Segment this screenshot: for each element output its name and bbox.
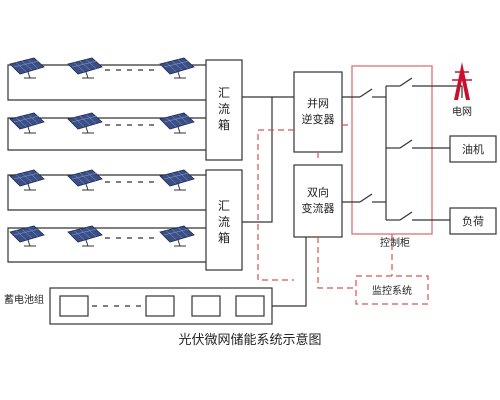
grid-label: 电网 — [452, 105, 472, 118]
monitoring-system: 监控系统 — [355, 275, 429, 305]
solar-panel-icon — [9, 112, 45, 134]
comm-link-combiners — [257, 129, 294, 281]
bidirectional-converter: 双向 变流器 — [293, 164, 343, 238]
combiner-box-2: 汇 流 箱 — [205, 169, 243, 271]
diagram-title: 光伏微网储能系统示意图 — [178, 332, 321, 348]
solar-panel-icon — [159, 112, 195, 134]
solar-panel-icon — [67, 112, 103, 134]
comm-link-converter — [317, 237, 356, 289]
battery-bank-label: 蓄电池组 — [4, 293, 44, 306]
battery-cell — [235, 295, 265, 317]
load-label: 负荷 — [462, 214, 484, 228]
pv-string-2 — [7, 112, 206, 151]
combiner-label-char: 汇 — [218, 86, 230, 100]
comm-link-inverter — [317, 124, 350, 160]
wire-battery-converter — [272, 237, 307, 307]
bidirectional-converter-label: 双向 — [307, 185, 329, 199]
solar-panel-icon — [9, 169, 45, 191]
grid-inverter-label: 并网 — [307, 96, 329, 110]
combiner-label-char: 流 — [218, 102, 230, 116]
solar-panel-icon — [67, 169, 103, 191]
solar-panel-icon — [67, 57, 103, 79]
solar-panel-icon — [159, 225, 195, 247]
combiner-box-1: 汇 流 箱 — [205, 59, 243, 161]
bidirectional-converter-label: 变流器 — [302, 201, 335, 215]
combiner-label-char: 箱 — [218, 230, 230, 245]
battery-cell — [191, 295, 221, 317]
diesel-label: 油机 — [462, 142, 484, 156]
grid-inverter: 并网 逆变器 — [293, 71, 343, 153]
wire-combiner2-inverter — [242, 97, 273, 223]
solar-panel-icon — [159, 57, 195, 79]
monitoring-label: 监控系统 — [372, 284, 412, 297]
solar-panel-icon — [9, 225, 45, 247]
pv-string-1 — [7, 57, 206, 101]
solar-panel-icon — [9, 57, 45, 79]
solar-panel-icon — [67, 225, 103, 247]
combiner-label-char: 流 — [218, 215, 230, 229]
grid-inverter-label: 逆变器 — [302, 112, 335, 126]
control-cabinet-label: 控制柜 — [380, 236, 410, 249]
combiner-label-char: 箱 — [218, 117, 230, 132]
battery-cell — [145, 295, 175, 317]
diesel-generator-box: 油机 — [449, 135, 497, 163]
battery-bank — [49, 287, 273, 325]
pv-string-4 — [7, 225, 206, 263]
power-tower-icon — [452, 62, 472, 100]
battery-cell — [59, 295, 89, 317]
pv-string-3 — [7, 169, 206, 211]
load-box: 负荷 — [449, 207, 497, 235]
control-cabinet: 控制柜 — [342, 65, 463, 249]
solar-panel-icon — [159, 169, 195, 191]
combiner-label-char: 汇 — [218, 199, 230, 213]
